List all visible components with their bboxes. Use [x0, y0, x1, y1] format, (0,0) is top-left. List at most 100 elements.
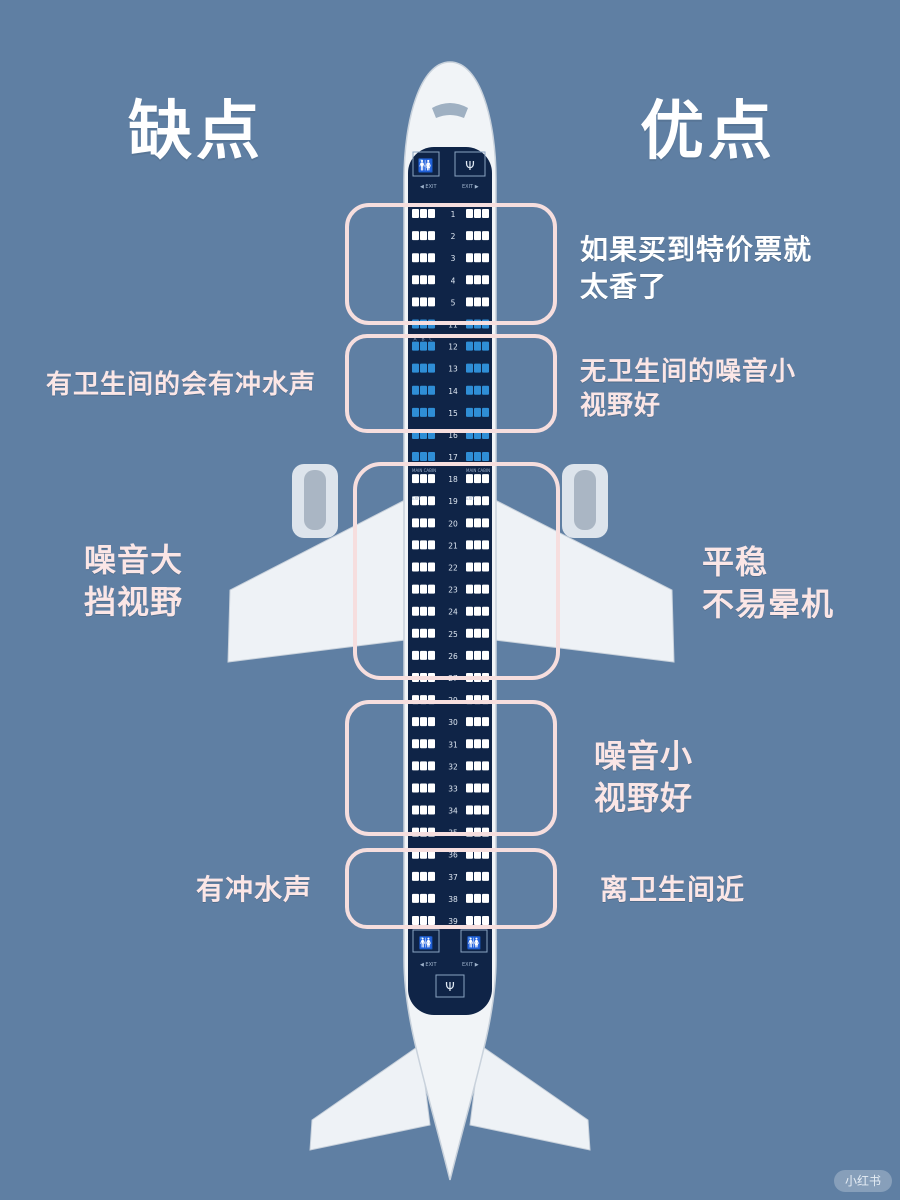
- seat-12-R3[interactable]: [482, 341, 489, 351]
- seat-3-L1[interactable]: [412, 253, 419, 263]
- seat-37-R2[interactable]: [474, 871, 481, 881]
- seat-19-L3[interactable]: [428, 496, 435, 506]
- seat-1-R2[interactable]: [474, 209, 481, 218]
- seat-18-L1[interactable]: [412, 474, 419, 484]
- seat-19-R3[interactable]: [482, 496, 489, 506]
- seat-23-L2[interactable]: [420, 584, 427, 594]
- seat-24-R3[interactable]: [482, 606, 489, 616]
- seat-12-R2[interactable]: [474, 341, 481, 351]
- seat-3-R2[interactable]: [474, 253, 481, 263]
- seat-4-R2[interactable]: [474, 275, 481, 285]
- seat-22-L1[interactable]: [412, 562, 419, 572]
- seat-25-L3[interactable]: [428, 628, 435, 638]
- seat-15-R1[interactable]: [466, 407, 473, 417]
- seat-3-R1[interactable]: [466, 253, 473, 263]
- seat-17-R3[interactable]: [482, 452, 489, 462]
- seat-34-R1[interactable]: [466, 805, 473, 815]
- seat-33-R2[interactable]: [474, 783, 481, 793]
- seat-13-R2[interactable]: [474, 363, 481, 373]
- seat-33-R1[interactable]: [466, 783, 473, 793]
- seat-32-R1[interactable]: [466, 761, 473, 771]
- seat-25-R1[interactable]: [466, 628, 473, 638]
- seat-33-L3[interactable]: [428, 783, 435, 793]
- seat-22-R3[interactable]: [482, 562, 489, 572]
- seat-17-R1[interactable]: [466, 452, 473, 462]
- seat-23-L3[interactable]: [428, 584, 435, 594]
- seat-3-L2[interactable]: [420, 253, 427, 263]
- seat-18-R2[interactable]: [474, 474, 481, 484]
- seat-18-R1[interactable]: [466, 474, 473, 484]
- seat-14-R1[interactable]: [466, 385, 473, 395]
- seat-26-R2[interactable]: [474, 650, 481, 660]
- seat-12-R1[interactable]: [466, 341, 473, 351]
- seat-1-L2[interactable]: [420, 209, 427, 218]
- seat-18-L3[interactable]: [428, 474, 435, 484]
- seat-21-R3[interactable]: [482, 540, 489, 550]
- seat-31-R1[interactable]: [466, 739, 473, 749]
- seat-14-L1[interactable]: [412, 385, 419, 395]
- seat-21-L2[interactable]: [420, 540, 427, 550]
- seat-23-L1[interactable]: [412, 584, 419, 594]
- seat-17-L3[interactable]: [428, 452, 435, 462]
- seat-24-L2[interactable]: [420, 606, 427, 616]
- seat-32-L2[interactable]: [420, 761, 427, 771]
- seat-5-R3[interactable]: [482, 297, 489, 307]
- seat-33-L1[interactable]: [412, 783, 419, 793]
- seat-3-L3[interactable]: [428, 253, 435, 263]
- seat-38-R2[interactable]: [474, 893, 481, 903]
- seat-12-L1[interactable]: [412, 341, 419, 351]
- seat-26-L1[interactable]: [412, 650, 419, 660]
- seat-14-R2[interactable]: [474, 385, 481, 395]
- seat-30-L2[interactable]: [420, 717, 427, 727]
- seat-38-R1[interactable]: [466, 893, 473, 903]
- seat-38-R3[interactable]: [482, 893, 489, 903]
- seat-37-L2[interactable]: [420, 871, 427, 881]
- seat-5-R1[interactable]: [466, 297, 473, 307]
- seat-33-R3[interactable]: [482, 783, 489, 793]
- seat-1-L3[interactable]: [428, 209, 435, 218]
- seat-19-L2[interactable]: [420, 496, 427, 506]
- seat-4-R3[interactable]: [482, 275, 489, 285]
- seat-5-L1[interactable]: [412, 297, 419, 307]
- seat-38-L2[interactable]: [420, 893, 427, 903]
- seat-2-L3[interactable]: [428, 231, 435, 241]
- seat-31-R3[interactable]: [482, 739, 489, 749]
- seat-17-L1[interactable]: [412, 452, 419, 462]
- seat-31-L2[interactable]: [420, 739, 427, 749]
- seat-12-L3[interactable]: [428, 341, 435, 351]
- seat-21-R2[interactable]: [474, 540, 481, 550]
- seat-37-R1[interactable]: [466, 871, 473, 881]
- seat-37-L1[interactable]: [412, 871, 419, 881]
- seat-24-L1[interactable]: [412, 606, 419, 616]
- seat-30-R3[interactable]: [482, 717, 489, 727]
- seat-14-L2[interactable]: [420, 385, 427, 395]
- seat-32-L1[interactable]: [412, 761, 419, 771]
- seat-1-L1[interactable]: [412, 209, 419, 218]
- seat-15-R3[interactable]: [482, 407, 489, 417]
- seat-31-R2[interactable]: [474, 739, 481, 749]
- seat-13-L3[interactable]: [428, 363, 435, 373]
- seat-19-L1[interactable]: [412, 496, 419, 506]
- seat-22-L2[interactable]: [420, 562, 427, 572]
- seat-20-L1[interactable]: [412, 518, 419, 528]
- seat-24-R2[interactable]: [474, 606, 481, 616]
- seat-15-L3[interactable]: [428, 407, 435, 417]
- seat-2-L2[interactable]: [420, 231, 427, 241]
- seat-39-R2[interactable]: [474, 916, 481, 925]
- seat-22-R2[interactable]: [474, 562, 481, 572]
- seat-20-R3[interactable]: [482, 518, 489, 528]
- seat-30-R1[interactable]: [466, 717, 473, 727]
- seat-13-R1[interactable]: [466, 363, 473, 373]
- seat-38-L1[interactable]: [412, 893, 419, 903]
- seat-39-L2[interactable]: [420, 916, 427, 925]
- seat-38-L3[interactable]: [428, 893, 435, 903]
- seat-39-R3[interactable]: [482, 916, 489, 925]
- seat-13-L2[interactable]: [420, 363, 427, 373]
- seat-20-R2[interactable]: [474, 518, 481, 528]
- seat-13-L1[interactable]: [412, 363, 419, 373]
- seat-26-L2[interactable]: [420, 650, 427, 660]
- seat-19-R1[interactable]: [466, 496, 473, 506]
- seat-15-L1[interactable]: [412, 407, 419, 417]
- seat-12-L2[interactable]: [420, 341, 427, 351]
- seat-14-L3[interactable]: [428, 385, 435, 395]
